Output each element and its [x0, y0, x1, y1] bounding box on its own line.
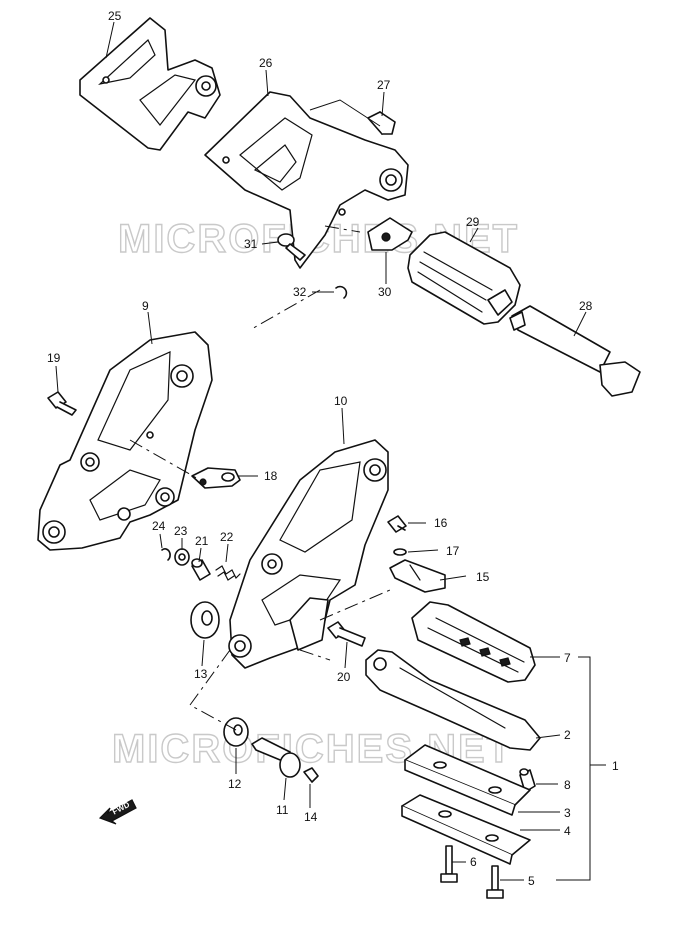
callout-25: 25	[108, 9, 122, 23]
callout-11: 11	[276, 803, 289, 817]
part-12-washer	[223, 717, 249, 747]
callout-3: 3	[564, 806, 571, 820]
part-26-bracket	[204, 91, 409, 269]
callout-2: 2	[564, 728, 571, 742]
part-6-bolt	[440, 845, 458, 883]
callout-22: 22	[220, 530, 234, 544]
callout-20: 20	[337, 670, 351, 684]
callout-6: 6	[470, 855, 477, 869]
callout-24: 24	[152, 519, 166, 533]
callout-1: 1	[612, 759, 619, 773]
part-29-footrest-rubber	[407, 231, 521, 325]
callout-32: 32	[293, 285, 307, 299]
callout-21: 21	[195, 534, 209, 548]
part-2-footrest	[365, 649, 541, 751]
part-28-rear-footrest	[509, 305, 641, 397]
callout-14: 14	[304, 810, 318, 824]
part-17-washer	[393, 548, 407, 556]
callout-18: 18	[264, 469, 278, 483]
part-10-bracket	[228, 439, 389, 669]
part-21-collar	[191, 558, 211, 581]
callout-16: 16	[434, 516, 448, 530]
callout-4: 4	[564, 824, 571, 838]
callout-19: 19	[47, 351, 61, 365]
callout-17: 17	[446, 544, 460, 558]
callout-26: 26	[259, 56, 273, 70]
part-23-washer	[174, 548, 190, 566]
callout-30: 30	[378, 285, 392, 299]
part-31-pin	[277, 233, 306, 261]
part-24-circlip	[161, 548, 171, 561]
callout-5: 5	[528, 874, 535, 888]
part-13-washer	[190, 601, 220, 639]
part-22-spring	[215, 565, 241, 581]
part-30	[367, 217, 413, 251]
part-16-bolt	[387, 515, 407, 533]
part-19-bolt	[47, 391, 77, 416]
callout-9: 9	[142, 299, 149, 313]
part-18-plate	[191, 467, 241, 489]
callout-10: 10	[334, 394, 348, 408]
callout-31: 31	[244, 237, 258, 251]
fwd-arrow-icon: FWD	[98, 799, 137, 825]
leader-lines	[55, 21, 606, 881]
callout-15: 15	[476, 570, 490, 584]
callout-29: 29	[466, 215, 480, 229]
callout-12: 12	[228, 777, 242, 791]
part-11-bolt	[251, 737, 301, 778]
callout-13: 13	[194, 667, 208, 681]
callout-7: 7	[564, 651, 571, 665]
part-15-plate	[389, 559, 446, 593]
part-25-bracket	[79, 17, 221, 151]
part-9-bracket	[37, 331, 213, 551]
callout-27: 27	[377, 78, 391, 92]
part-7-footrest-rubber	[411, 601, 536, 683]
part-5-bolt	[486, 865, 504, 899]
callout-8: 8	[564, 778, 571, 792]
part-32-clip	[335, 285, 348, 299]
callout-23: 23	[174, 524, 188, 538]
part-27-bolt	[367, 111, 396, 135]
callouts: 25 26 27 29 28 30 31 32 9 19 10 18 16 17…	[47, 9, 619, 888]
part-3-plate	[404, 744, 531, 816]
part-20-bolt	[327, 621, 366, 647]
callout-28: 28	[579, 299, 593, 313]
part-14	[303, 767, 319, 783]
part-4-plate	[401, 794, 531, 865]
